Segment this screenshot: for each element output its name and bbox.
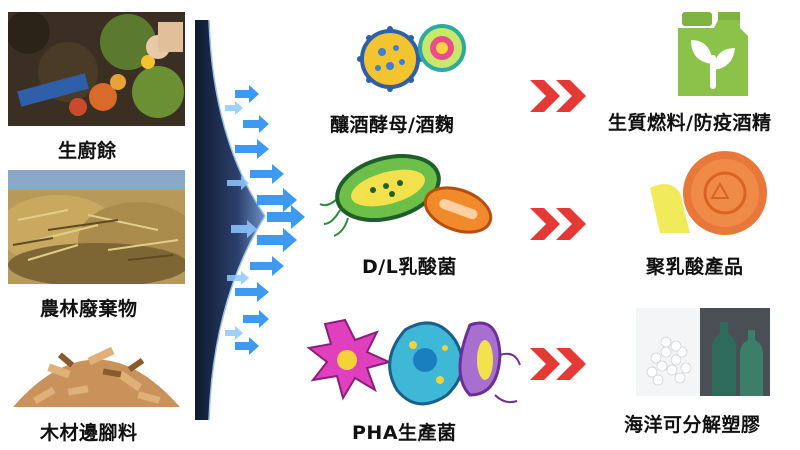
product-label-pla: 聚乳酸產品 <box>646 256 744 278</box>
product-label-marine-plastic: 海洋可分解塑膠 <box>624 414 761 436</box>
fuel-jug-icon <box>678 12 748 96</box>
wood-chips-photo <box>8 322 185 412</box>
lactic-bacteria-icon <box>319 154 493 237</box>
chevron-right-icon <box>530 208 586 240</box>
straw-photo <box>8 170 185 284</box>
pha-bacteria-icon <box>306 318 521 406</box>
plastic-bottles-photo <box>636 308 770 396</box>
source-label-agri-waste: 農林廢棄物 <box>40 298 138 320</box>
source-label-food-waste: 生廚餘 <box>58 140 117 162</box>
microbe-label-pha: PHA生產菌 <box>352 422 457 444</box>
funnel-arrows-graphic <box>195 20 305 420</box>
chevron-right-icon <box>530 348 586 380</box>
source-label-wood-scraps: 木材邊腳料 <box>40 422 138 444</box>
yeast-cells-icon <box>357 24 466 92</box>
chevron-right-icon <box>530 80 586 112</box>
product-label-biofuel: 生質燃料/防疫酒精 <box>608 112 772 134</box>
microbe-label-yeast: 釀酒酵母/酒麴 <box>330 114 455 136</box>
microbe-label-lactic: D/L乳酸菌 <box>362 256 457 278</box>
pla-product-photo <box>640 148 770 238</box>
food-waste-photo <box>8 12 185 126</box>
